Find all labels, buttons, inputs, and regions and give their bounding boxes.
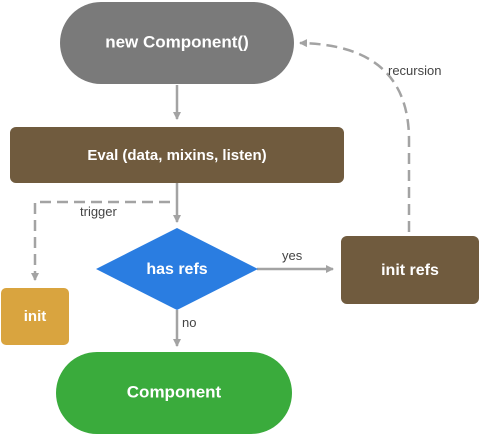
node-has-refs-label: has refs [146,261,207,278]
edge-label-yes: yes [282,248,303,263]
arrow-recursion [299,39,411,232]
edge-label-no: no [182,315,196,330]
node-new-component [60,2,294,84]
node-new-component-label: new Component() [105,32,249,51]
node-init-refs [341,236,479,304]
edge-label-recursion: recursion [388,63,441,78]
node-has-refs [96,228,258,310]
node-init [1,288,69,345]
node-eval [10,127,344,183]
node-init-refs-label: init refs [381,262,439,279]
node-component-label: Component [127,382,222,401]
edge-label-trigger: trigger [80,204,118,219]
node-init-label: init [24,308,47,325]
node-component [56,352,292,434]
arrow-trigger-to-init [31,200,170,281]
node-eval-label: Eval (data, mixins, listen) [87,147,266,164]
